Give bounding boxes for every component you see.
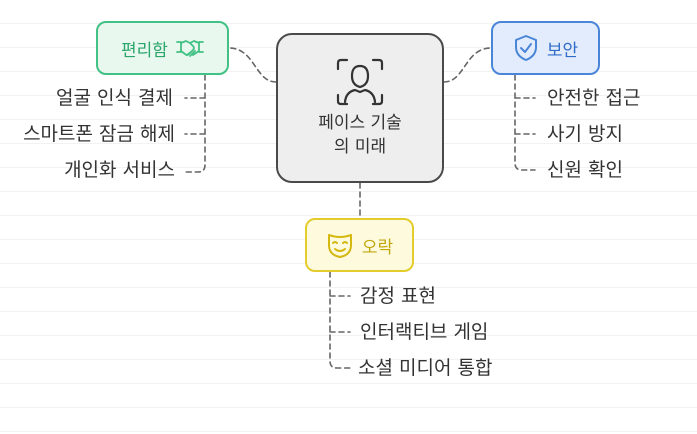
center-node[interactable]: 페이스 기술 의 미래	[276, 33, 444, 183]
connector-convenience-trunk	[184, 74, 206, 173]
convenience-item-3: 개인화 서비스	[64, 159, 175, 181]
convenience-item-2: 스마트폰 잠금 해제	[23, 123, 175, 145]
face-scan-icon	[336, 58, 384, 106]
center-title-line2: 의 미래	[333, 137, 387, 157]
entertainment-item-3: 소셜 미디어 통합	[358, 357, 493, 379]
branch-security-label: 보안	[546, 40, 579, 61]
connector-center-convenience	[228, 47, 277, 83]
mask-icon	[327, 234, 352, 258]
connector-entertainment-trunk	[329, 271, 351, 369]
entertainment-item-2: 인터랙티브 게임	[360, 321, 489, 343]
connector-security-trunk	[514, 74, 536, 171]
branch-convenience[interactable]: 편리함	[96, 21, 229, 75]
security-item-1: 안전한 접근	[547, 87, 641, 109]
branch-security[interactable]: 보안	[491, 21, 600, 75]
branch-entertainment[interactable]: 오락	[305, 218, 414, 272]
branch-convenience-label: 편리함	[121, 40, 168, 61]
convenience-item-1: 얼굴 인식 결제	[56, 87, 173, 109]
security-item-2: 사기 방지	[547, 123, 623, 145]
handshake-icon	[176, 40, 204, 57]
security-item-3: 신원 확인	[547, 159, 623, 181]
connector-center-security	[443, 47, 492, 83]
branch-entertainment-label: 오락	[361, 237, 394, 258]
shield-check-icon	[514, 35, 537, 61]
entertainment-item-1: 감정 표현	[360, 285, 436, 307]
center-title-line1: 페이스 기술	[318, 113, 402, 133]
